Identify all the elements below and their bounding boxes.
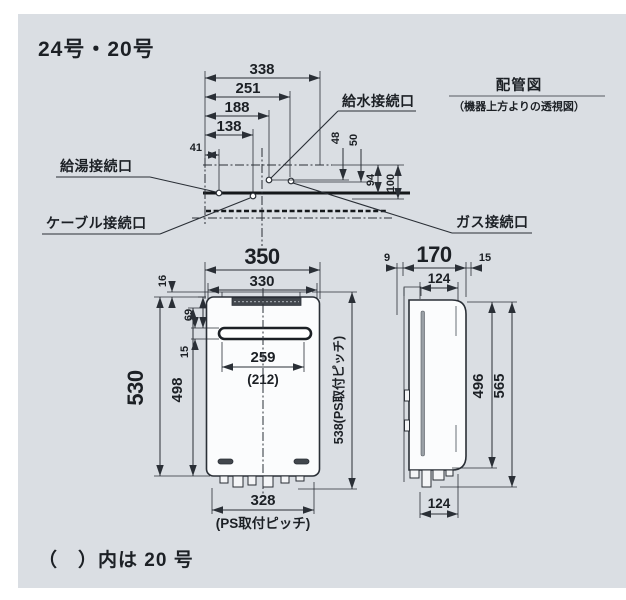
front-view: 350 330 16 69 15 259 [123,244,357,531]
parentheses-footnote: （ ）内は 20 号 [38,548,194,571]
front-height-dims [154,296,210,477]
front-bottom-stubs [219,475,305,488]
piping-depth-dims [272,148,404,200]
gas-leader [292,182,453,234]
dim-328: 328 [250,492,275,509]
dim-350: 350 [244,244,279,269]
ps-pitch-h-dim [211,482,315,514]
side-bottom-stubs [409,469,454,488]
dim-530: 530 [123,370,148,405]
dim-100: 100 [385,174,397,192]
side-height-dims [440,301,517,488]
dim-124-bottom: 124 [428,496,451,511]
dim-496: 496 [470,373,487,398]
dim-15-side: 15 [479,252,491,264]
hot-water-leader [149,176,217,193]
vent-width-dims [221,342,305,372]
side-view: 9 170 15 124 496 565 [384,242,517,518]
dim-338: 338 [249,61,274,78]
hot-water-port [215,189,223,197]
exhaust-vent-slot [217,326,313,341]
side-seam-slit [420,310,425,457]
cable-port [249,192,257,200]
gas-port [287,177,295,185]
side-top-dims [386,262,482,302]
piping-heading-note: （機器上方よりの透視図） [453,99,585,113]
water-supply-port [265,176,273,184]
dim-251: 251 [235,80,260,97]
piping-dim-ladder [204,71,321,193]
diagram-panel [18,14,626,588]
dim-188: 188 [224,99,249,116]
dim-41: 41 [190,142,202,154]
dim-170: 170 [416,242,451,267]
dim-565: 565 [491,373,508,398]
dim-94: 94 [365,173,377,186]
side-clip-lower [404,419,410,432]
side-bottom-dim [419,474,459,518]
dim-50: 50 [348,134,360,146]
dim-330: 330 [249,273,274,290]
dim-538-ps-pitch: 538(PS取付ピッチ) [331,336,346,444]
dim-9: 9 [384,252,390,264]
piping-top-view: 配管図 （機器上方よりの透視図） 338 251 188 138 41 [42,61,605,246]
side-clip-upper [404,389,410,402]
dim-138: 138 [216,118,241,135]
ps-pitch-v-dim [298,291,357,490]
label-water-supply-connection: 給水接続口 [342,93,415,109]
unit-side-body [408,299,467,471]
dim-16: 16 [157,275,169,287]
dim-48: 48 [330,132,342,144]
label-cable-connection: ケーブル接続口 [46,215,147,231]
dim-124-top: 124 [428,271,451,286]
piping-unit-outline [192,148,410,246]
bottom-vent-right [293,458,310,465]
dim-498: 498 [169,377,186,402]
piping-heading: 配管図 [496,76,543,94]
bottom-vent-left [217,458,234,465]
label-gas-connection: ガス接続口 [456,214,529,230]
model-title: 24号・20号 [38,38,155,61]
ps-pitch-note: (PS取付ピッチ) [216,515,311,531]
dim-15-vent: 15 [179,346,191,358]
cable-leader [159,197,251,235]
water-supply-leader [270,110,339,179]
label-hot-water-connection: 給湯接続口 [60,158,133,174]
